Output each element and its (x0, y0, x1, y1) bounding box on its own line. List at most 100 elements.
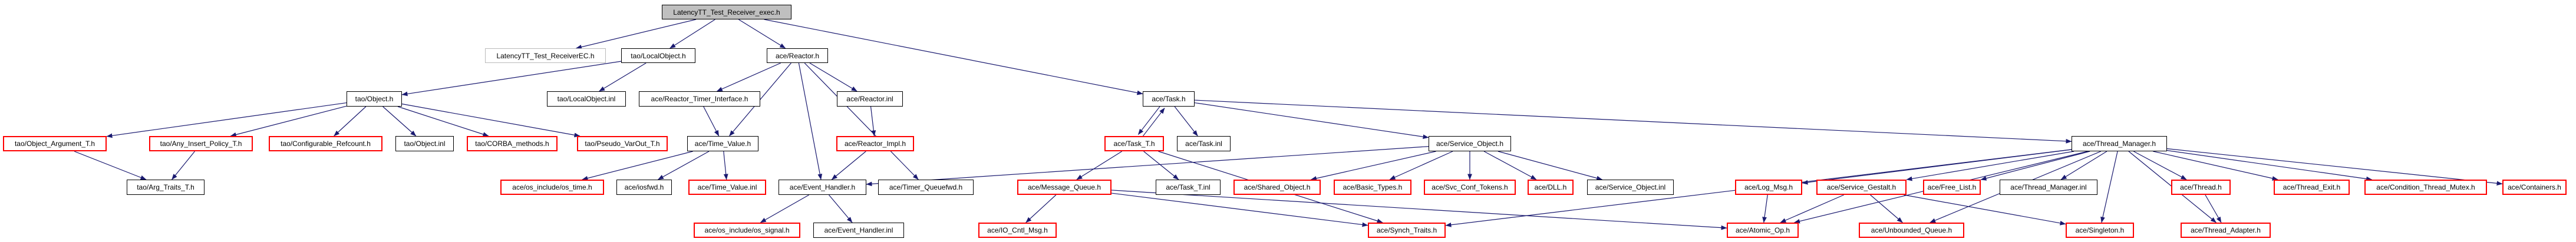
graph-node[interactable]: ace/Condition_Thread_Mutex.h (2364, 180, 2487, 195)
include-edge (723, 151, 728, 180)
graph-node[interactable]: ace/Log_Msg.h (1735, 180, 1802, 195)
include-edge (1904, 194, 2066, 226)
graph-node[interactable]: tao/Arg_Traits_T.h (127, 180, 205, 195)
graph-node[interactable]: tao/Object.inl (395, 136, 454, 151)
graph-node[interactable]: LatencyTT_Test_ReceiverEC.h (485, 48, 606, 63)
graph-node[interactable]: ace/Thread.h (2171, 180, 2231, 195)
graph-node[interactable]: tao/Object.h (347, 91, 402, 107)
include-edge (716, 62, 781, 92)
graph-node[interactable]: tao/LocalObject.inl (547, 91, 626, 107)
graph-node[interactable]: tao/Configurable_Refcount.h (269, 136, 382, 151)
include-edge (1025, 194, 1057, 223)
graph-node[interactable]: ace/Event_Handler.inl (813, 223, 904, 238)
graph-node[interactable]: ace/iosfwd.h (616, 180, 672, 195)
include-edge (575, 19, 697, 49)
graph-node[interactable]: ace/Shared_Object.h (1233, 180, 1321, 195)
include-edge (1483, 151, 1537, 180)
graph-node[interactable]: ace/Task_T.inl (1156, 180, 1221, 195)
graph-node[interactable]: ace/os_include/os_signal.h (694, 223, 800, 238)
include-edge (599, 62, 647, 92)
include-edge (764, 19, 1143, 95)
include-edge (1194, 102, 1429, 140)
graph-node[interactable]: ace/IO_Cntl_Msg.h (978, 223, 1057, 238)
graph-node[interactable]: ace/Service_Gestalt.h (1816, 180, 1907, 195)
graph-node[interactable]: ace/Unbounded_Queue.h (1859, 223, 1964, 238)
graph-node[interactable]: ace/Reactor.inl (837, 91, 903, 107)
include-edge (760, 194, 810, 223)
graph-node[interactable]: ace/Event_Handler.h (779, 180, 866, 195)
include-edge (1980, 151, 2090, 181)
graph-node[interactable]: ace/Svc_Conf_Tokens.h (1424, 180, 1516, 195)
include-edge (106, 102, 347, 138)
graph-node[interactable]: ace/Reactor_Timer_Interface.h (639, 91, 760, 107)
include-edge (798, 62, 823, 180)
include-edge (1111, 193, 1368, 227)
graph-node[interactable]: ace/Thread_Manager.h (2072, 136, 2167, 151)
include-edge (831, 151, 866, 180)
include-edge (804, 62, 919, 180)
graph-node[interactable]: tao/Object_Argument_T.h (3, 136, 107, 151)
include-edge (1780, 194, 1844, 223)
include-edge (382, 106, 417, 137)
include-edge (1870, 194, 1903, 223)
graph-node[interactable]: tao/Any_Insert_Policy_T.h (149, 136, 253, 151)
include-edge (2060, 151, 2107, 180)
graph-node[interactable]: ace/Service_Object.h (1429, 136, 1511, 151)
graph-node[interactable]: ace/Basic_Types.h (1334, 180, 1411, 195)
graph-node[interactable]: ace/Task.inl (1177, 136, 1231, 151)
include-edge (828, 194, 853, 223)
include-edge (669, 19, 715, 49)
graph-node[interactable]: ace/Timer_Queuefwd.h (878, 180, 974, 195)
graph-node[interactable]: ace/DLL.h (1528, 180, 1574, 195)
include-edge (658, 151, 710, 180)
include-edge (74, 151, 147, 180)
include-edge (1194, 100, 2072, 144)
include-edge (1310, 151, 1436, 181)
graph-node[interactable]: ace/Reactor.h (767, 48, 828, 63)
graph-node[interactable]: ace/Service_Object.inl (1587, 180, 1674, 195)
graph-node[interactable]: ace/Thread_Adapter.h (2181, 223, 2271, 238)
graph-node[interactable]: ace/Thread_Exit.h (2274, 180, 2350, 195)
graph-node[interactable]: ace/Message_Queue.h (1017, 180, 1111, 195)
include-edge (2205, 194, 2222, 223)
include-edge (870, 106, 876, 137)
include-edge (334, 106, 367, 137)
include-edge (2133, 151, 2187, 180)
include-edge (1142, 108, 1165, 138)
include-edge (1143, 151, 1179, 180)
include-edge (1174, 106, 1198, 137)
graph-node[interactable]: ace/Time_Value.inl (688, 180, 766, 195)
graph-node[interactable]: ace/Free_List.h (1923, 180, 1981, 195)
include-edge (1076, 151, 1123, 180)
include-edge (2100, 151, 2118, 223)
include-edge (582, 151, 693, 181)
graph-node[interactable]: ace/Thread_Manager.inl (2000, 180, 2097, 195)
include-edge (1762, 194, 1768, 223)
graph-node: LatencyTT_Test_Receiver_exec.h (662, 5, 791, 19)
graph-node[interactable]: ace/Time_Value.h (687, 136, 758, 151)
include-edge (1906, 151, 2074, 181)
include-edge (401, 61, 622, 97)
include-edge (171, 151, 195, 180)
graph-node[interactable]: ace/Containers.h (2502, 180, 2567, 195)
include-edge (1389, 151, 1453, 180)
include-edge (809, 62, 857, 92)
graph-node[interactable]: ace/Task_T.h (1104, 136, 1164, 151)
include-edge (230, 105, 347, 137)
graph-node[interactable]: tao/LocalObject.h (621, 48, 695, 63)
include-edge (1111, 190, 1727, 230)
include-edge (1137, 105, 1162, 135)
include-edge (703, 106, 720, 137)
graph-node[interactable]: ace/Singleton.h (2066, 223, 2134, 238)
graph-node[interactable]: ace/Reactor_Impl.h (836, 136, 914, 151)
graph-node[interactable]: tao/CORBA_methods.h (467, 136, 558, 151)
graph-node[interactable]: ace/Task.h (1143, 91, 1195, 107)
graph-node[interactable]: ace/Atomic_Op.h (1727, 223, 1799, 238)
graph-node[interactable]: ace/Synch_Traits.h (1368, 223, 1446, 238)
graph-node[interactable]: tao/Pseudo_VarOut_T.h (577, 136, 668, 151)
graph-node[interactable]: ace/os_include/os_time.h (500, 180, 604, 195)
include-edge (401, 103, 580, 138)
include-edge (866, 146, 1429, 187)
